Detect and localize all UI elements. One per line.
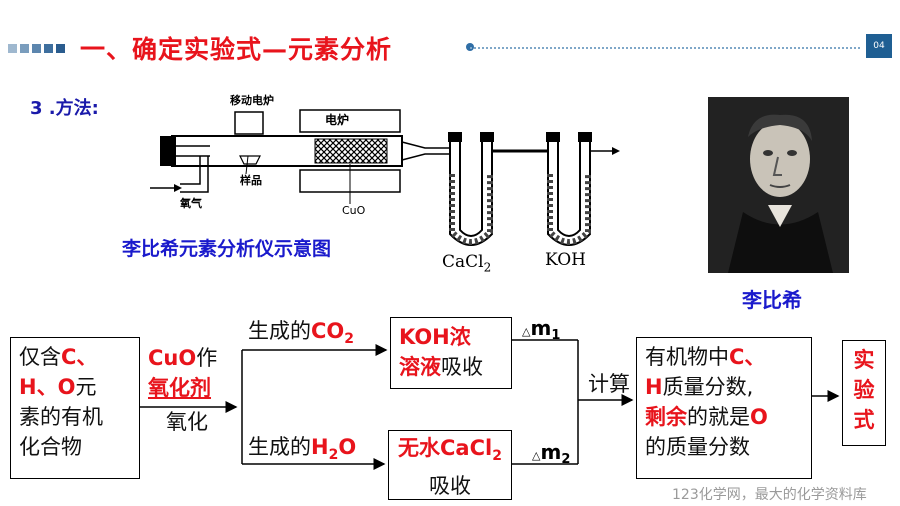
delta-m2: △m2	[532, 440, 571, 468]
electric-furnace-top	[299, 109, 401, 133]
label-cuo: CuO	[342, 204, 366, 217]
start-element-ho: H、O	[19, 375, 76, 399]
result-text: 的质量分数	[645, 435, 750, 459]
oxidize-action: 氧化	[166, 410, 208, 434]
cacl2-absorb-box: 无水CaCl2 吸收	[388, 430, 512, 500]
koh-absorb-box: KOH浓 溶液吸收	[390, 317, 512, 389]
label-cacl2: CaCl2	[442, 252, 492, 275]
movable-furnace	[234, 111, 264, 135]
oxidizer-label: CuO作 氧化剂 氧化	[148, 343, 217, 437]
koh-text: 吸收	[441, 355, 483, 379]
compute-label: 计算	[588, 372, 630, 396]
tube-stopper	[160, 136, 176, 166]
branch-co2-label: 生成的CO2	[248, 319, 355, 348]
header-square	[56, 44, 65, 53]
branch-h2o-label: 生成的H2O	[248, 435, 357, 464]
label-movable-furnace: 移动电炉	[230, 94, 274, 107]
header-square	[44, 44, 53, 53]
oxidizer-agent: 氧化剂	[148, 376, 211, 400]
portrait-image	[708, 97, 849, 273]
slide-title: 一、确定实验式—元素分析	[80, 35, 393, 64]
header-square	[20, 44, 29, 53]
result-text: 的就是	[687, 405, 750, 429]
portrait-name: 李比希	[742, 288, 802, 312]
sample-boat	[239, 155, 261, 165]
result-box: 有机物中C、 H质量分数, 剩余的就是O 的质量分数	[636, 337, 812, 479]
result-text: C、	[729, 345, 766, 369]
start-text: 素的有机	[19, 405, 103, 429]
page-number: 04	[866, 34, 892, 58]
delta-m1: △m1	[522, 316, 561, 344]
oxidizer-cuo: CuO	[148, 346, 197, 370]
method-label: 3 .方法:	[30, 98, 99, 119]
result-text: O	[750, 405, 768, 429]
start-text: 化合物	[19, 435, 82, 459]
result-text: ,	[746, 375, 754, 399]
cuo-packing	[314, 138, 388, 164]
koh-text: 溶液	[399, 355, 441, 379]
result-text: 有机物中	[645, 345, 729, 369]
result-text: 质量分数	[662, 375, 747, 399]
liebig-apparatus-diagram	[150, 109, 620, 246]
liebig-portrait	[708, 97, 849, 273]
label-electric-furnace: 电炉	[325, 113, 350, 127]
label-koh: KOH	[545, 250, 587, 270]
footer-watermark: 123化学网，最大的化学资料库	[672, 487, 867, 503]
start-text: 元	[75, 375, 97, 399]
label-sample: 样品	[240, 174, 262, 187]
cacl2-text: 无水CaCl2	[398, 436, 502, 465]
cacl2-text: 吸收	[429, 474, 471, 499]
label-oxygen: 氧气	[180, 197, 202, 210]
final-char: 实	[853, 348, 875, 372]
header-dotted-line	[470, 47, 860, 49]
koh-text: KOH浓	[399, 325, 471, 349]
empirical-formula-box: 实 验 式	[842, 340, 886, 446]
result-text: 剩余	[645, 405, 687, 429]
final-char: 验	[853, 378, 875, 402]
start-text: 仅含	[19, 345, 61, 369]
start-box: 仅含C、 H、O元 素的有机 化合物	[10, 337, 140, 479]
start-element-c: C、	[61, 345, 98, 369]
final-char: 式	[853, 408, 875, 432]
u-tube-cacl2	[448, 132, 494, 246]
result-text: H	[645, 375, 663, 399]
apparatus-caption: 李比希元素分析仪示意图	[122, 238, 332, 260]
oxidizer-text: 作	[196, 346, 218, 370]
header-square	[32, 44, 41, 53]
u-tube-koh	[546, 132, 592, 246]
header-square	[8, 44, 17, 53]
